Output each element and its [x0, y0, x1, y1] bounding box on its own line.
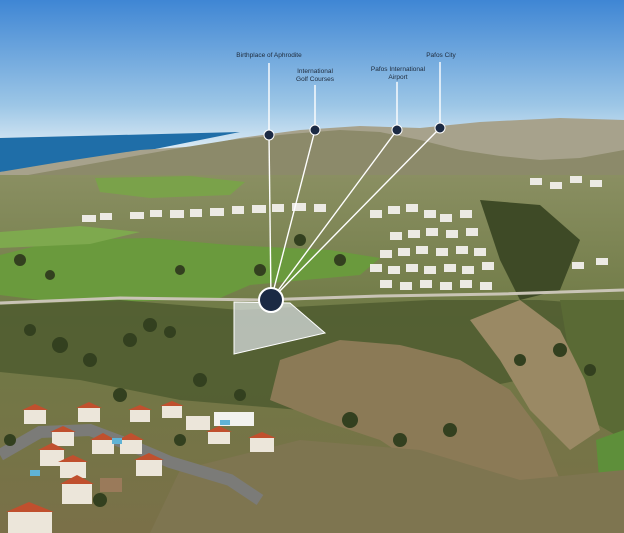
property-pin [258, 287, 284, 313]
golf-course [0, 238, 380, 302]
pafos-marker [434, 122, 446, 134]
aphrodite-marker [263, 129, 275, 141]
pointer-lines [268, 62, 441, 301]
airport-marker [391, 124, 403, 136]
label-golf: International Golf Courses [296, 68, 334, 83]
hillside-village [82, 176, 608, 290]
golf-marker [309, 124, 321, 136]
road [0, 288, 624, 305]
rocky-hill [270, 340, 560, 500]
label-pafos: Pafos City [426, 52, 456, 59]
label-airport: Pafos International Airport [370, 66, 426, 81]
foreground-village [6, 401, 276, 533]
label-aphrodite: Birthplace of Aphrodite [236, 52, 302, 59]
